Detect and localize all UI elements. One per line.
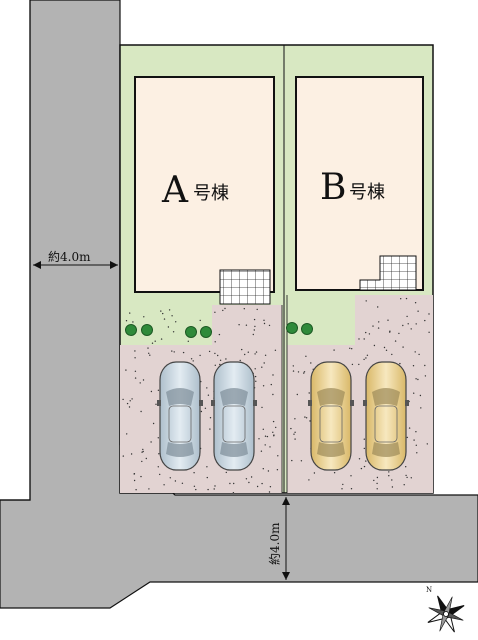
shrubs: [125, 322, 313, 338]
road-south-width: 約4.0m: [267, 522, 282, 565]
building-b-suffix: 号棟: [349, 182, 385, 203]
building-a-suffix: 号棟: [193, 183, 229, 204]
compass-north-label: N: [426, 586, 432, 594]
shrub: [185, 326, 197, 338]
shrub: [301, 323, 313, 335]
building-a-letter: A: [161, 170, 189, 211]
shrub: [200, 326, 212, 338]
building-b: B 号棟: [295, 76, 424, 291]
compass-rose: N: [426, 586, 465, 633]
road-west-width: 約4.0m: [48, 249, 91, 264]
car: [157, 361, 203, 471]
shrub: [286, 322, 298, 334]
car: [308, 361, 354, 471]
dimension-road-west: 約4.0m: [33, 248, 118, 269]
building-a: A 号棟: [134, 76, 275, 305]
building-b-letter: B: [320, 167, 346, 208]
car: [363, 361, 409, 471]
cars: [157, 361, 409, 471]
shrub: [141, 324, 153, 336]
shrub: [125, 324, 137, 336]
car: [211, 361, 257, 471]
dimension-road-south: 約4.0m: [267, 497, 290, 580]
